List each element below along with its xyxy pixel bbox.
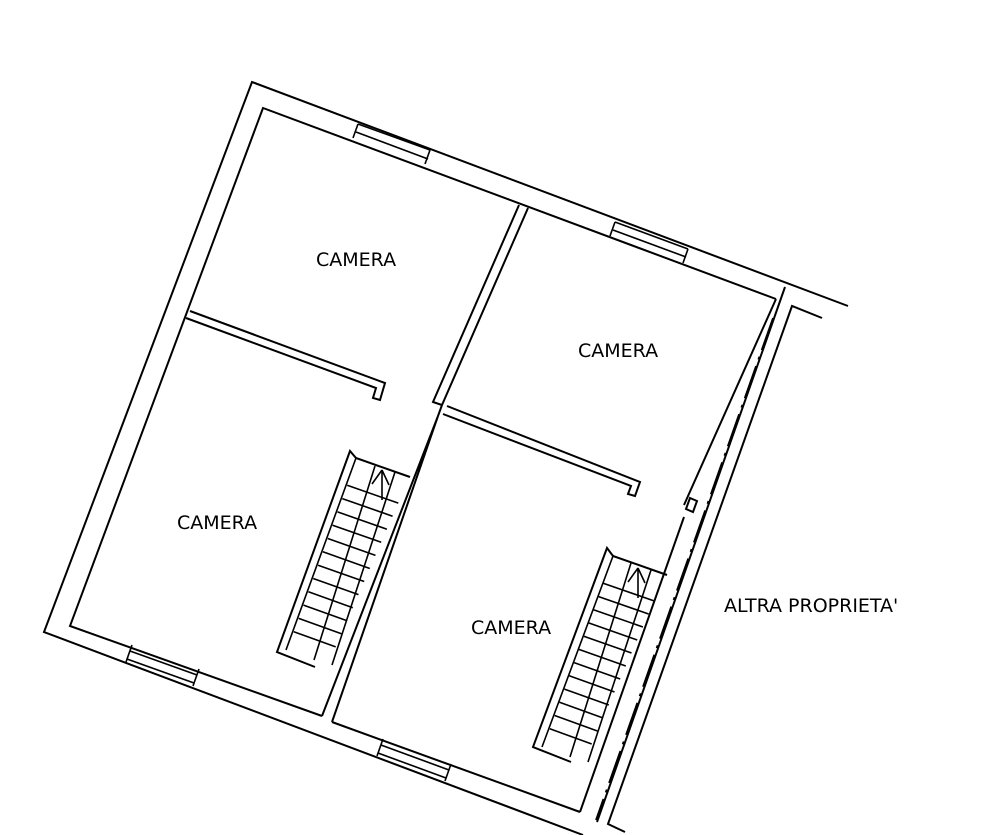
room-label-bottom-left: CAMERA: [177, 512, 257, 534]
stair-tread: [588, 622, 638, 641]
stair-tread: [549, 728, 592, 745]
stair-tread: [342, 497, 393, 517]
stair-tread: [578, 648, 627, 667]
window-top-right: [609, 221, 689, 264]
stair-tread: [559, 701, 604, 719]
window-top-left: [352, 123, 431, 165]
stair-tread: [573, 661, 621, 680]
stair-tread: [298, 617, 342, 635]
central-wall: [321, 204, 529, 723]
stair-tread: [568, 675, 615, 693]
right-wall-inner: [683, 298, 777, 506]
right-wall-lower-inner: [579, 516, 685, 813]
stair-tread: [346, 484, 399, 504]
stair-tread: [554, 714, 598, 732]
outer-wall-inner-line: [68, 106, 777, 717]
outer-walls: [42, 80, 849, 835]
staircase-left: [275, 449, 411, 668]
stair-tread: [317, 564, 365, 583]
stair-tread: [332, 524, 382, 544]
outer-wall-outer-line: [42, 80, 849, 835]
column-stub-right: [684, 496, 699, 514]
stair-tread: [293, 630, 336, 648]
partition-right: [442, 405, 642, 498]
staircase-right: [531, 545, 668, 763]
stair-tread: [337, 511, 388, 530]
window-bottom-right: [376, 738, 452, 782]
neighbor-property-label: ALTRA PROPRIETA': [724, 595, 898, 617]
partition-left: [185, 310, 387, 402]
stair-tread: [322, 551, 371, 570]
stair-tread: [598, 595, 649, 615]
boundary-wall-corner: [606, 304, 823, 833]
stair-tread: [583, 635, 632, 654]
window-bottom-left: [125, 644, 200, 687]
windows: [125, 123, 689, 782]
right-wall-outer: [596, 286, 786, 823]
property-boundary-line: [595, 317, 774, 821]
stair-tread: [602, 582, 655, 602]
outer-wall-bottom-right-inner: [331, 721, 581, 813]
interior-walls: [185, 204, 699, 723]
stair-tread: [312, 577, 359, 596]
room-label-top-left: CAMERA: [316, 249, 396, 271]
stair-tread: [303, 604, 348, 622]
room-label-top-right: CAMERA: [578, 340, 658, 362]
stair-tread: [308, 591, 354, 609]
stair-tread: [327, 537, 376, 557]
stair-tread: [593, 608, 644, 628]
room-label-bottom-right: CAMERA: [471, 617, 551, 639]
stair-tread: [564, 688, 610, 706]
